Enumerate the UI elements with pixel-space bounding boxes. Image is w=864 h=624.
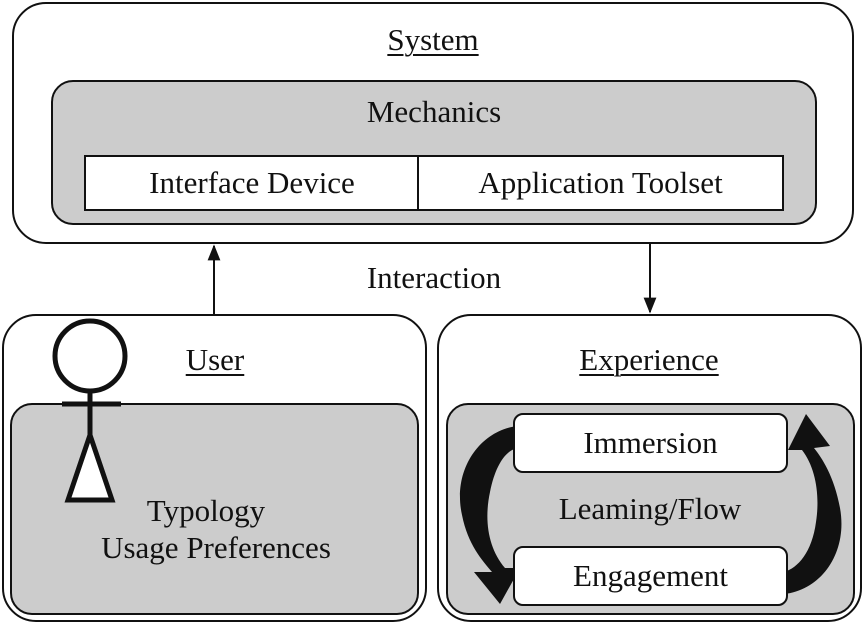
interface-device-box: Interface Device <box>84 155 420 211</box>
experience-title: Experience <box>579 342 719 377</box>
engagement-label: Engagement <box>573 558 728 593</box>
learning-flow-label: Leaming/Flow <box>558 491 742 526</box>
interaction-label: Interaction <box>366 260 502 295</box>
interface-device-label: Interface Device <box>149 165 355 200</box>
engagement-box: Engagement <box>513 546 788 606</box>
user-usage-preferences-text: Usage Preferences <box>101 530 331 565</box>
immersion-box: Immersion <box>513 413 788 473</box>
mechanics-title: Mechanics <box>366 94 502 129</box>
user-typology-text: Typology <box>146 493 266 528</box>
immersion-label: Immersion <box>583 425 718 460</box>
application-toolset-label: Application Toolset <box>478 165 723 200</box>
system-title: System <box>387 22 479 57</box>
application-toolset-box: Application Toolset <box>417 155 784 211</box>
user-title: User <box>185 342 245 377</box>
